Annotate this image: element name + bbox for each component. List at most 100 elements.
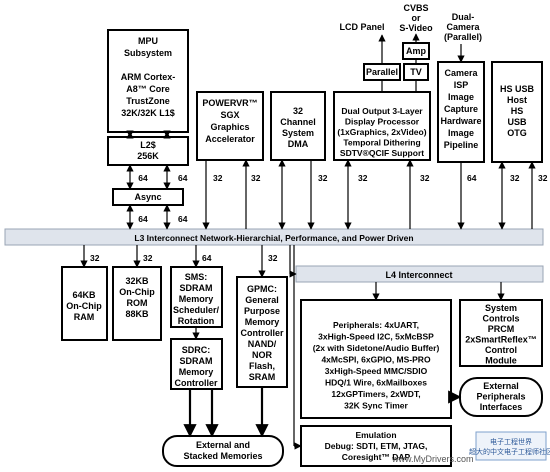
text-line: General xyxy=(245,295,279,305)
amp-text: Amp xyxy=(406,46,427,56)
text-line: Hardware xyxy=(440,116,481,126)
l2-cache-block xyxy=(107,136,189,166)
parallel-output-text: Parallel xyxy=(366,67,398,77)
text-line: Rotation xyxy=(178,316,215,326)
text-line: Controller xyxy=(174,378,217,388)
width-async-l3-right: 64 xyxy=(178,214,188,224)
text-line: TV xyxy=(410,67,422,77)
text-line: 32KB xyxy=(125,276,149,286)
text-line: Peripherals xyxy=(476,392,525,402)
text-line: 2xSmartReflex™ xyxy=(465,335,537,345)
watermark-site: www.MyDrivers.com xyxy=(391,454,474,464)
text-line: 32K Sync Timer xyxy=(344,401,408,411)
l3-interconnect-label: L3 Interconnect Network-Hierarchial, Per… xyxy=(134,233,413,243)
text-line: PRCM xyxy=(488,324,515,334)
width-mpu-l2-left: 64 xyxy=(138,173,148,183)
text-line: On-Chip xyxy=(66,301,102,311)
width-dss-b: 32 xyxy=(420,173,430,183)
text-line: SDTV®QCIF Support xyxy=(340,148,424,158)
sdrc-block xyxy=(170,338,223,390)
sms-block xyxy=(170,266,223,328)
connections xyxy=(80,33,536,450)
on-chip-ram-block xyxy=(61,266,108,341)
text-line: Scheduler/ xyxy=(173,305,220,315)
text-line: NAND/ xyxy=(248,339,277,349)
text-line: Controller xyxy=(240,328,283,338)
width-sms: 64 xyxy=(202,253,212,263)
peripherals-text: Peripherals: 4xUART, 3xHigh-Speed I2C, 5x… xyxy=(313,320,440,411)
text-line: Debug: SDTI, ETM, JTAG, xyxy=(325,441,428,451)
text-line: OTG xyxy=(507,128,527,138)
text-line: Temporal Dithering xyxy=(343,138,420,148)
text-line: Interfaces xyxy=(480,402,523,412)
text-line: Graphics xyxy=(210,122,249,132)
text-line: 4xMcSPI, 6xGPIO, MS-PRO xyxy=(321,355,431,365)
text-line: 超大的中文电子工程师社区 xyxy=(469,447,550,456)
text-line: USB xyxy=(507,117,527,127)
dual-camera-label: Dual-Camera(Parallel) xyxy=(444,12,482,42)
text-line: Amp xyxy=(406,46,427,56)
width-sdma-b: 32 xyxy=(318,173,328,183)
async-bridge-text: Async xyxy=(134,192,161,202)
width-sgx: 32 xyxy=(213,173,223,183)
text-line: ARM Cortex- xyxy=(121,72,176,82)
text-line: Controls xyxy=(483,314,520,324)
text-line: 64KB xyxy=(72,290,96,300)
text-line: (Parallel) xyxy=(444,32,482,42)
peripherals-block xyxy=(300,299,452,419)
text-line: Dual- xyxy=(452,12,475,22)
text-line: (2x with Sidetone/Audio Buffer) xyxy=(313,343,440,353)
text-line: Parallel xyxy=(366,67,398,77)
text-line: HS xyxy=(511,106,524,116)
width-sdma: 32 xyxy=(251,173,261,183)
text-line: Pipeline xyxy=(444,140,479,150)
text-line: 12xGPTimers, 2xWDT, xyxy=(331,389,420,399)
text-line: 3xHigh-Speed MMC/SDIO xyxy=(325,366,428,376)
l2-cache-text: L2$256K xyxy=(137,140,159,161)
text-line: SDRAM xyxy=(180,283,213,293)
text-line: Coresight™ DAP xyxy=(342,452,411,462)
system-dma-block xyxy=(270,91,326,161)
text-line: Camera xyxy=(444,68,478,78)
text-line: Memory xyxy=(245,317,280,327)
text-line: Memory xyxy=(179,367,214,377)
text-line: 256K xyxy=(137,151,159,161)
watermark-logo-text: 电子工程世界超大的中文电子工程师社区 xyxy=(469,437,550,456)
async-bridge-block xyxy=(112,188,184,206)
width-dss-a: 32 xyxy=(358,173,368,183)
emulation-debug-block xyxy=(300,425,452,467)
text-line: Peripherals: 4xUART, xyxy=(333,320,419,330)
text-line: Flash, xyxy=(249,361,275,371)
text-line: Emulation xyxy=(355,430,396,440)
powervr-sgx-block xyxy=(196,91,264,161)
text-line: 3xHigh-Speed I2C, 5xMcBSP xyxy=(318,332,434,342)
text-line: CVBS xyxy=(403,3,428,13)
text-line: Module xyxy=(485,356,517,366)
width-rom: 32 xyxy=(143,253,153,263)
text-line: Channel xyxy=(280,117,316,127)
text-line: GPMC: xyxy=(247,284,277,294)
text-line: External xyxy=(483,381,519,391)
text-line: SDRAM xyxy=(180,356,213,366)
text-line: External and xyxy=(196,440,250,450)
text-line: Image xyxy=(448,92,474,102)
text-line: On-Chip xyxy=(119,287,155,297)
text-line: Memory xyxy=(179,294,214,304)
text-line: HDQ/1 Wire, 6xMailboxes xyxy=(325,378,427,388)
width-usb-b: 32 xyxy=(538,173,548,183)
text-line: Image xyxy=(448,128,474,138)
text-line: SGX xyxy=(220,110,239,120)
gpmc-block xyxy=(236,276,288,388)
text-line: 32 xyxy=(293,106,303,116)
